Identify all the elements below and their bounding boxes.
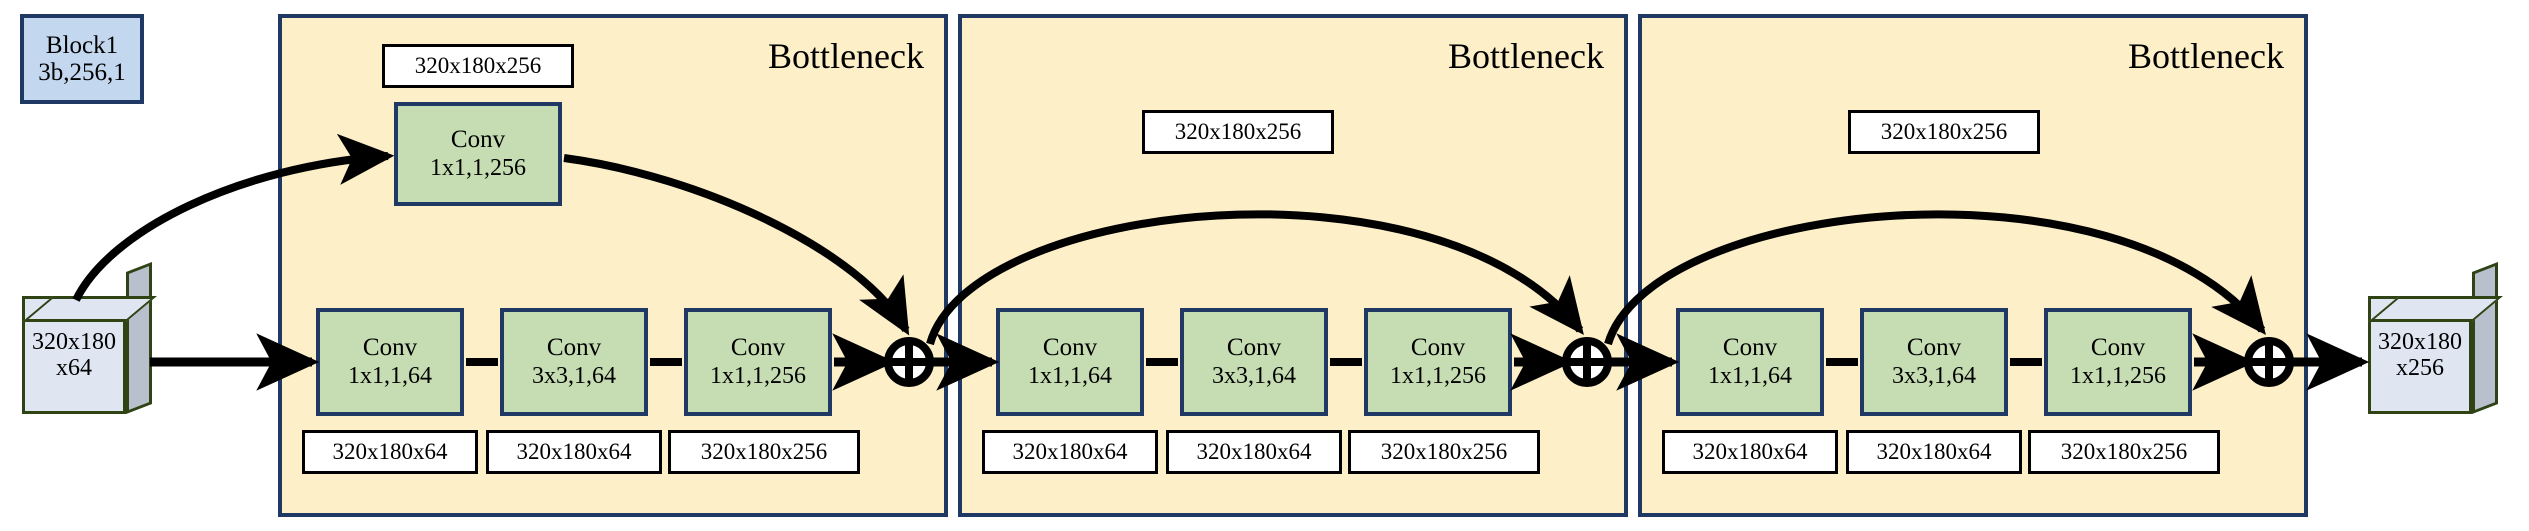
bottleneck-1-conv-3-line1: Conv	[730, 334, 786, 362]
bottleneck-1-conv-1-line1: Conv	[362, 334, 418, 362]
bottleneck-1-tag-3: 320x180x256	[668, 430, 860, 474]
bottleneck-2-conv-2[interactable]: Conv 3x3,1,64	[1180, 308, 1328, 416]
input-cube-line1: 320x180	[32, 328, 116, 355]
block-badge-line2: 3b,256,1	[38, 59, 126, 86]
bottleneck-1-conv-3[interactable]: Conv 1x1,1,256	[684, 308, 832, 416]
bottleneck-3-conv-2[interactable]: Conv 3x3,1,64	[1860, 308, 2008, 416]
shortcut-conv-1[interactable]: Conv 1x1,1,256	[394, 102, 562, 206]
bottleneck-2-conv-3-line1: Conv	[1410, 334, 1466, 362]
bottleneck-title-3: Bottleneck	[2128, 36, 2284, 76]
bottleneck-1-conv-1[interactable]: Conv 1x1,1,64	[316, 308, 464, 416]
block-badge-line1: Block1	[45, 32, 119, 59]
bottleneck-2-tag-3: 320x180x256	[1348, 430, 1540, 474]
input-cube-line2: x64	[56, 355, 92, 381]
block-badge: Block1 3b,256,1	[20, 14, 144, 104]
bottleneck-2-conv-1-line1: Conv	[1042, 334, 1098, 362]
bottleneck-title-2: Bottleneck	[1448, 36, 1604, 76]
bottleneck-1-tag-2: 320x180x64	[486, 430, 662, 474]
bottleneck-title-1: Bottleneck	[768, 36, 924, 76]
output-cube-line2: x256	[2396, 355, 2444, 381]
bottleneck-3-conv-2-line2: 3x3,1,64	[1892, 362, 1976, 389]
input-cube-side-face	[126, 262, 152, 414]
bottleneck-3-conv-1-line2: 1x1,1,64	[1708, 362, 1792, 389]
bottleneck-1-conv-2-line1: Conv	[546, 334, 602, 362]
bottleneck-2-conv-1-line2: 1x1,1,64	[1028, 362, 1112, 389]
shortcut-conv-1-line1: Conv	[450, 126, 506, 154]
shortcut-tag-3: 320x180x256	[1848, 110, 2040, 154]
shortcut-tag-1: 320x180x256	[382, 44, 574, 88]
bottleneck-3-conv-3-line1: Conv	[2090, 334, 2146, 362]
bottleneck-1-conv-2[interactable]: Conv 3x3,1,64	[500, 308, 648, 416]
shortcut-tag-2: 320x180x256	[1142, 110, 1334, 154]
output-cube-side-face	[2472, 262, 2498, 414]
bottleneck-2-conv-3[interactable]: Conv 1x1,1,256	[1364, 308, 1512, 416]
bottleneck-1-tag-1: 320x180x64	[302, 430, 478, 474]
bottleneck-2-tag-2: 320x180x64	[1166, 430, 1342, 474]
bottleneck-1-conv-3-line2: 1x1,1,256	[710, 362, 806, 389]
bottleneck-2-conv-2-line2: 3x3,1,64	[1212, 362, 1296, 389]
bottleneck-3-conv-2-line1: Conv	[1906, 334, 1962, 362]
bottleneck-3-conv-3-line2: 1x1,1,256	[2070, 362, 2166, 389]
output-cube-line1: 320x180	[2378, 328, 2462, 355]
bottleneck-3-tag-1: 320x180x64	[1662, 430, 1838, 474]
bottleneck-3-tag-2: 320x180x64	[1846, 430, 2022, 474]
bottleneck-3-tag-3: 320x180x256	[2028, 430, 2220, 474]
bottleneck-1-conv-1-line2: 1x1,1,64	[348, 362, 432, 389]
bottleneck-2-conv-3-line2: 1x1,1,256	[1390, 362, 1486, 389]
bottleneck-2-conv-2-line1: Conv	[1226, 334, 1282, 362]
bottleneck-2-tag-1: 320x180x64	[982, 430, 1158, 474]
bottleneck-3-conv-1[interactable]: Conv 1x1,1,64	[1676, 308, 1824, 416]
bottleneck-1-conv-2-line2: 3x3,1,64	[532, 362, 616, 389]
bottleneck-3-conv-1-line1: Conv	[1722, 334, 1778, 362]
bottleneck-3-conv-3[interactable]: Conv 1x1,1,256	[2044, 308, 2192, 416]
shortcut-conv-1-line2: 1x1,1,256	[430, 154, 526, 181]
bottleneck-2-conv-1[interactable]: Conv 1x1,1,64	[996, 308, 1144, 416]
